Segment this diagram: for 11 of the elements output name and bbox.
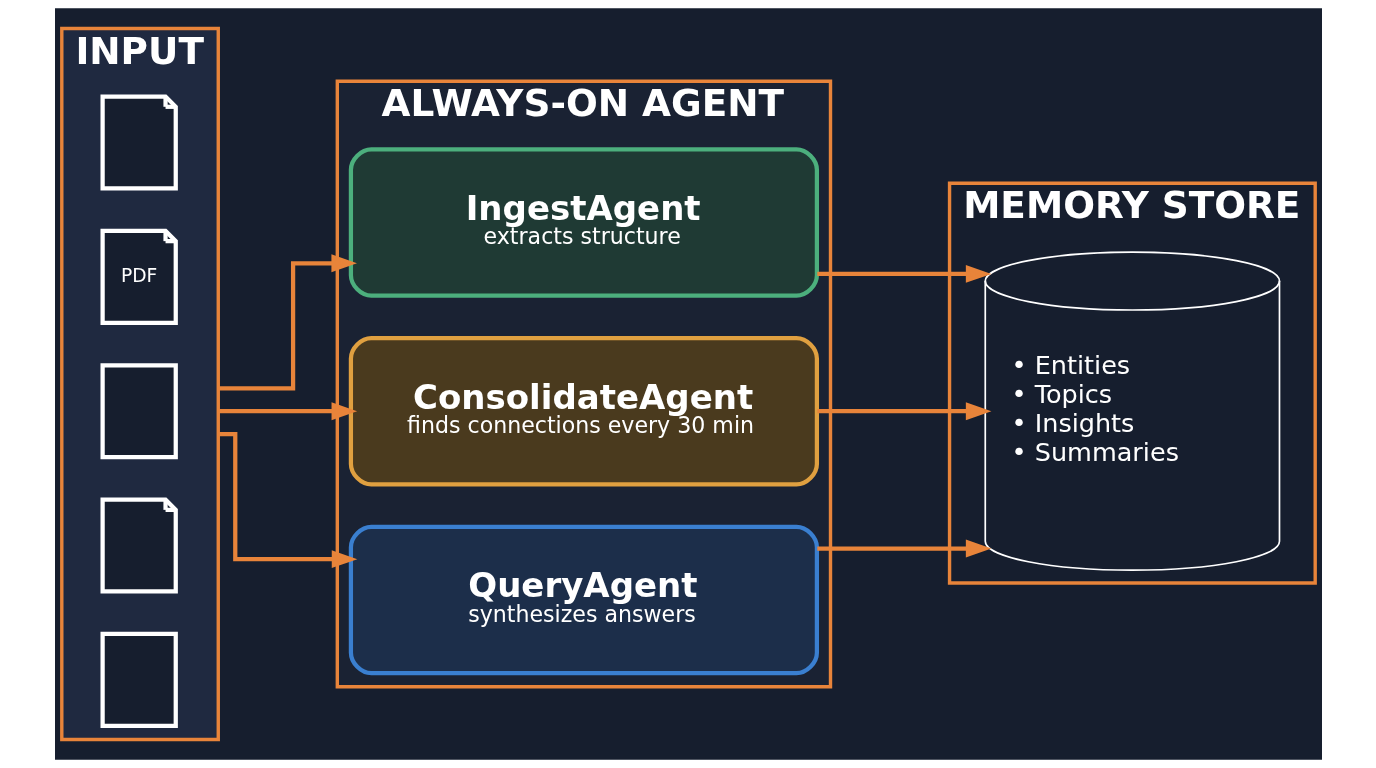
arrow <box>816 539 991 558</box>
node-box: IngestAgent extracts structure <box>348 147 819 298</box>
node-box: QueryAgent synthesizes answers <box>348 524 819 676</box>
node-box <box>100 631 178 728</box>
node-box: ConsolidateAgent finds connections every 30 min <box>348 335 819 487</box>
arrow <box>217 254 357 391</box>
node-box <box>100 363 178 460</box>
arrow <box>816 264 991 283</box>
arrow <box>217 432 357 569</box>
arrow <box>217 402 357 421</box>
arrow <box>816 402 991 421</box>
